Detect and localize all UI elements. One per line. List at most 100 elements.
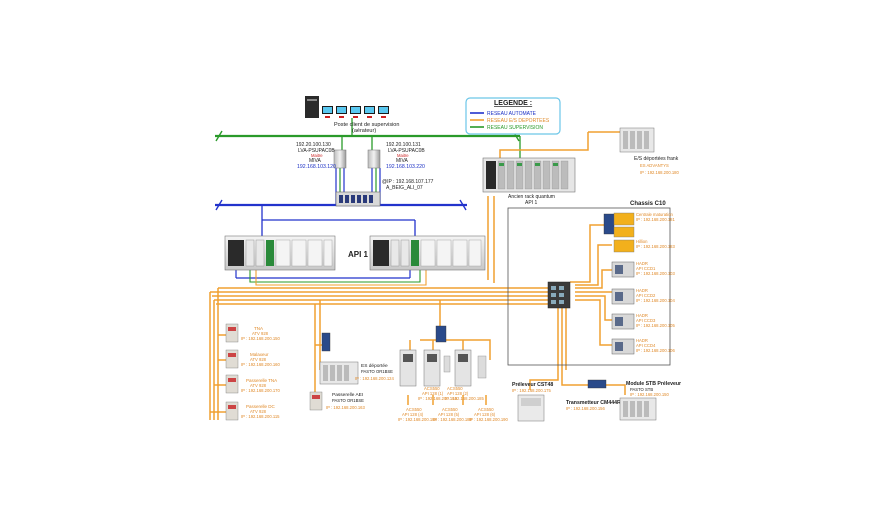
chassis-switch-small (603, 213, 615, 235)
center-passerelle: Passerelle AEI PASTO OR1BSE IP : 192.168… (309, 391, 365, 411)
label-vfd_lower-1-l3: IP : 192.168.200.189 (433, 417, 472, 422)
chassis-item-0: Centrale maturation IP : 192.168.200.181 (613, 212, 675, 226)
label-transmetteur-title: Transmetteur CM444R (566, 400, 621, 406)
legend-item-es: RESEAU E/S DEPORTEES (487, 118, 550, 124)
label-servers-right-ip2: 192.168.103.220 (386, 164, 425, 170)
label-vfd_lower-1-l1: ACS550 (442, 407, 458, 412)
label-vfd_upper-1-l3: IP : 192.168.200.185 (445, 396, 484, 401)
label-left_devices-0-l2: ATV 928 (252, 331, 269, 336)
chassis-item-6: HADR API CCD4 IP : 192.168.200.106 (611, 338, 675, 355)
label-vfd_upper-1-l1: ACS550 (447, 386, 463, 391)
label-preleveur-ip: IP : 192.168.200.175 (512, 388, 551, 393)
center-switch (321, 332, 331, 352)
label-chassis_items-6-l2: API CCD4 (636, 343, 656, 348)
label-vfd_lower-0-l3: IP : 192.168.200.188 (398, 417, 437, 422)
es-switch (547, 281, 571, 309)
label-chassis_items-6-l1: HADR (636, 338, 648, 343)
label-preleveur-title: Préleveur CST48 (512, 382, 553, 388)
label-chassis_items-5-l3: IP : 192.168.200.105 (636, 323, 675, 328)
label-left_devices-2-l1: Passerelle TNA (246, 378, 277, 383)
label-servers-right-name: LVA-PSUPAC0B (388, 148, 425, 154)
label-vfd_lower-1-l2: API 128 (5) (438, 412, 460, 417)
workstation-label: Poste client de supervision (334, 122, 399, 128)
chassis-item-4: HADR API CCD2 IP : 192.168.200.104 (611, 288, 675, 305)
plc-right (369, 235, 486, 271)
label-vfd_upper-0-l2: API 128 (1) (422, 391, 444, 396)
legend-title: LEGENDE : (494, 100, 532, 107)
supervision-workstation: Poste client de supervision (aérateur) (305, 96, 399, 134)
label-servers-right-site: MIVA (396, 158, 409, 164)
label-chassis_items-0-l2: IP : 192.168.200.181 (636, 217, 675, 222)
label-vfd_upper-0-l3: IP : 192.168.200.184 (418, 396, 457, 401)
label-chassis_items-3-l1: HADR (636, 261, 648, 266)
legend: LEGENDE : RESEAU AUTOMATE RESEAU E/S DEP… (465, 97, 561, 135)
label-left_devices-0-l3: IP : 192.168.200.150 (241, 336, 280, 341)
label-left_devices-3-l2: ATV 928 (250, 409, 267, 414)
label-chassis_items-4-l2: API CCD2 (636, 293, 656, 298)
label-left_devices-2-l3: IP : 192.168.200.170 (241, 388, 280, 393)
label-servers-left-ip1: 192.20.100.130 (296, 142, 331, 148)
label-center_devices-es_label: ES déportée (361, 363, 388, 369)
server-left: 192.20.100.130 LVA-PSUPAC0B Maitre MIVA … (296, 142, 347, 170)
label-remote_io-line2: IP : 192.168.200.180 (640, 170, 679, 175)
legend-item-automate: RESEAU AUTOMATE (487, 111, 537, 117)
label-center_devices-passerelle_sub: PASTO OR1BSE (332, 398, 364, 403)
label-vfd_lower-2-l3: IP : 192.168.200.190 (469, 417, 508, 422)
workstation-sublabel: (aérateur) (352, 128, 376, 134)
label-center_devices-es_sub: PASTO OR1BSE (361, 369, 393, 374)
module-stb: Module STB Préleveur PASTO STB IP : 192.… (619, 381, 681, 421)
api-label: API 1 (348, 250, 369, 259)
label-center_devices-passerelle_ip: IP : 192.168.200.163 (326, 405, 365, 410)
center-es-deportee: ES déportée PASTO OR1BSE IP : 192.168.20… (319, 361, 394, 385)
label-chassis_items-4-l1: HADR (636, 288, 648, 293)
label-module_stb-ip: IP : 192.168.200.150 (630, 392, 669, 397)
vfd-upper-labels: ACS550 API 128 (1) IP : 192.168.200.184 … (418, 386, 484, 401)
label-center_devices-passerelle_label: Passerelle AEI (332, 392, 363, 398)
label-servers-left-site: MIVA (309, 158, 322, 164)
label-vfd_lower-0-l2: API 128 (4) (402, 412, 424, 417)
label-left_devices-1-l2: ATV 928 (250, 357, 267, 362)
label-chassis_items-2-l1: Hillion (636, 239, 648, 244)
label-left_devices-0-l1: TNA (254, 326, 263, 331)
left-device-1: Malaxeur ATV 928 IP : 192.168.200.160 (225, 349, 280, 369)
chassis-frame (507, 207, 671, 366)
vfd-lower-labels: ACS550 API 128 (4) IP : 192.168.200.188 … (398, 407, 508, 422)
chassis-item-2: Hillion IP : 192.168.200.183 (613, 239, 675, 253)
label-chassis_items-0-l1: Centrale maturation (636, 212, 673, 217)
transmetteur: Transmetteur CM444R IP : 192.168.200.156 (566, 400, 621, 411)
label-vfd_upper-0-l1: ACS550 (424, 386, 440, 391)
vfd-drives (399, 349, 487, 387)
label-left_devices-1-l1: Malaxeur (250, 352, 269, 357)
chassis-item-1 (613, 226, 635, 238)
label-switch_main-name: A_BEIG_ALI_07 (386, 185, 423, 191)
label-chassis_items-5-l2: API CCD3 (636, 318, 656, 323)
server-right: 192.20.100.131 LVA-PSUPAC0B Maitre MIVA … (367, 142, 425, 170)
chassis-title: Chassis C10 (630, 201, 666, 207)
label-vfd_lower-0-l1: ACS550 (406, 407, 422, 412)
label-servers-left-role: Maitre (311, 153, 323, 158)
label-servers-left-name: LVA-PSUPAC0B (298, 148, 335, 154)
label-left_devices-3-l3: IP : 192.168.200.115 (241, 414, 280, 419)
label-left_devices-3-l1: Passerelle DC (246, 404, 276, 409)
plc-left (224, 235, 336, 271)
label-servers-right-role: Maitre (397, 153, 409, 158)
remote-io-frank: E/S déportées frank ES ADVANTYS IP : 192… (619, 127, 679, 175)
left-device-2: Passerelle TNA ATV 928 IP : 192.168.200.… (225, 374, 280, 394)
label-remote_io-title: E/S déportées frank (634, 156, 679, 162)
label-chassis_items-5-l1: HADR (636, 313, 648, 318)
label-remote_io-line1: ES ADVANTYS (640, 163, 669, 168)
quantum-rack: Ancien rack quantum API 1 (482, 157, 576, 206)
legend-item-supervision: RESEAU SUPERVISION (487, 125, 543, 131)
label-rack-sub: API 1 (525, 200, 537, 206)
label-vfd_lower-2-l1: ACS550 (478, 407, 494, 412)
preleveur: Préleveur CST48 IP : 192.168.200.175 (512, 382, 553, 422)
label-left_devices-1-l3: IP : 192.168.200.160 (241, 362, 280, 367)
label-transmetteur-ip: IP : 192.168.200.156 (566, 406, 605, 411)
label-chassis_items-3-l3: IP : 192.168.200.103 (636, 271, 675, 276)
label-module_stb-title: Module STB Préleveur (626, 381, 681, 387)
label-servers-left-ip2: 192.168.103.120 (297, 164, 336, 170)
label-module_stb-sub: PASTO STB (630, 387, 653, 392)
vfd-switch (435, 325, 447, 343)
label-servers-right-ip1: 192.20.100.131 (386, 142, 421, 148)
label-rack-title: Ancien rack quantum (508, 194, 555, 200)
